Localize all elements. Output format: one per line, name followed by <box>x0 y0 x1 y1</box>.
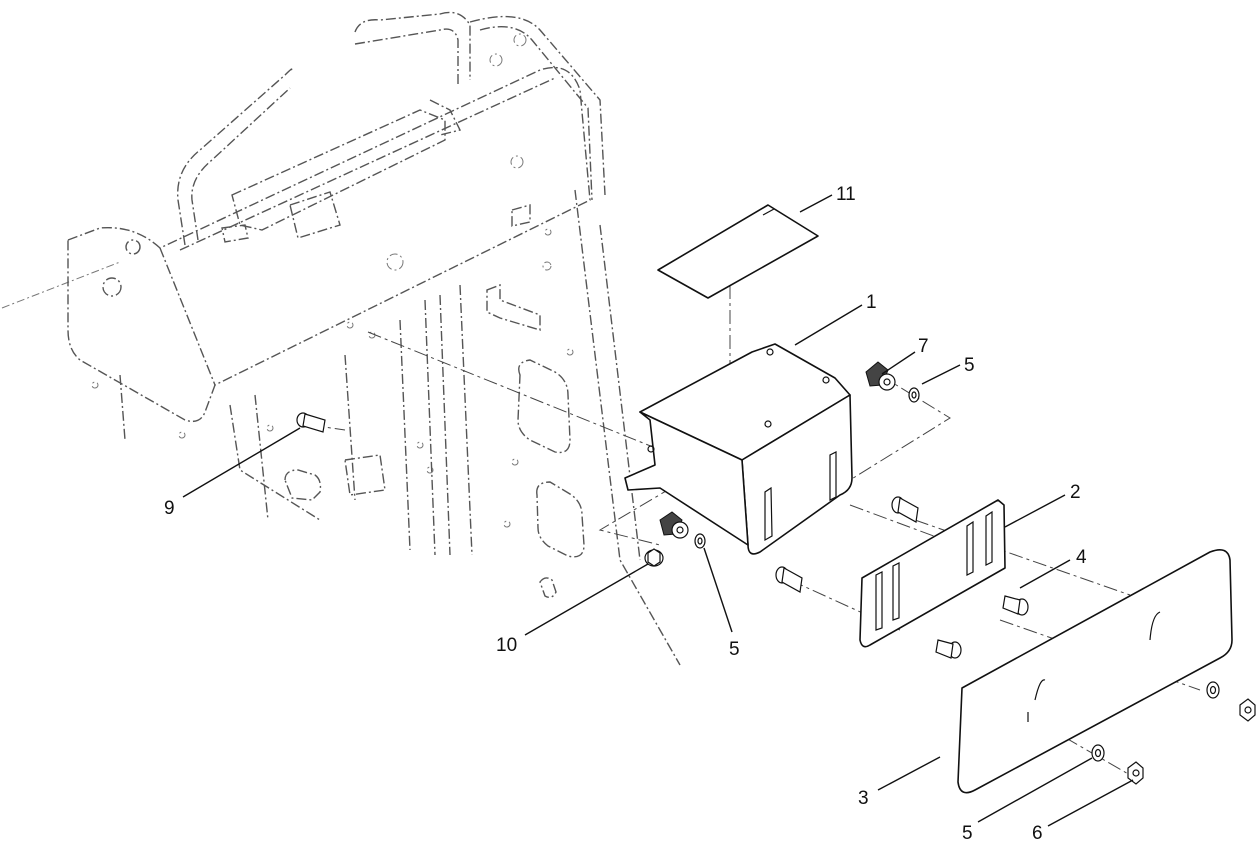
carriage-bolt <box>891 496 919 523</box>
washer <box>1091 744 1105 762</box>
part-bracket <box>624 343 853 555</box>
carriage-bolt <box>775 566 803 593</box>
hardware <box>296 361 1256 785</box>
callout-7: 7 <box>918 336 929 357</box>
flange-nut <box>644 548 664 567</box>
callout-2: 2 <box>1070 482 1081 503</box>
part-plate <box>859 499 1006 648</box>
callout-6: 6 <box>1032 823 1043 844</box>
ghosted-frame <box>1 11 681 666</box>
washer <box>908 387 920 403</box>
callout-11: 11 <box>836 184 856 205</box>
callout-3: 3 <box>858 788 869 809</box>
callout-10: 10 <box>496 635 517 656</box>
callout-5-top: 5 <box>964 355 975 376</box>
bolt-9 <box>296 412 326 433</box>
callout-9: 9 <box>164 498 175 519</box>
knob <box>865 361 896 391</box>
washer <box>1206 681 1220 699</box>
carriage-bolt <box>935 639 962 659</box>
callout-5-middle: 5 <box>729 639 740 660</box>
part-bumper-pad <box>957 549 1233 794</box>
carriage-bolt <box>1002 595 1029 616</box>
callout-labels: 11 1 2 3 4 5 5 5 6 7 9 10 <box>164 184 1087 844</box>
hex-nut <box>1127 761 1144 785</box>
leader-lines <box>182 194 1134 827</box>
part-decal <box>657 204 819 299</box>
callout-1: 1 <box>866 292 877 313</box>
hex-nut <box>1239 698 1256 722</box>
callout-5-bottom: 5 <box>962 823 973 844</box>
washer <box>694 533 706 549</box>
callout-4: 4 <box>1076 547 1087 568</box>
knob <box>659 511 689 539</box>
